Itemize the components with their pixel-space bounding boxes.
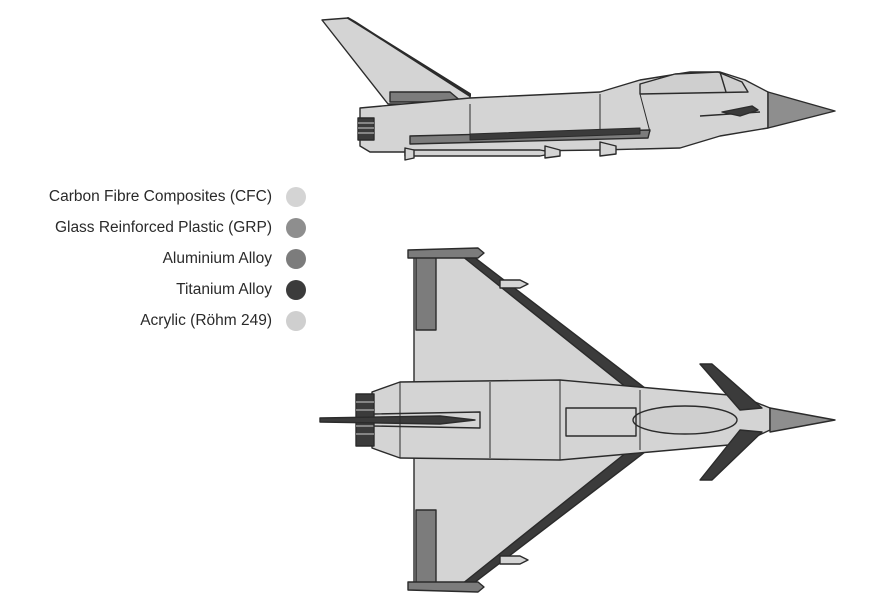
top-canopy xyxy=(632,405,738,435)
legend-swatch-titanium xyxy=(286,280,306,300)
legend-item-aluminium: Aluminium Alloy xyxy=(163,246,320,272)
legend-label: Titanium Alloy xyxy=(176,281,272,298)
side-missile-fins xyxy=(404,141,617,161)
side-nozzle-stripes xyxy=(358,122,374,134)
top-canard-upper xyxy=(699,363,763,411)
top-cockpit-bay xyxy=(565,407,637,437)
top-panel-lines xyxy=(399,380,641,460)
side-missile xyxy=(404,149,556,157)
legend-swatch-aluminium xyxy=(286,249,306,269)
legend-swatch-grp xyxy=(286,218,306,238)
top-aileron-upper xyxy=(415,255,437,331)
side-nose-radome xyxy=(767,91,836,129)
legend-label: Carbon Fibre Composites (CFC) xyxy=(48,188,272,205)
top-spine-intake xyxy=(319,415,476,425)
legend-label: Acrylic (Röhm 249) xyxy=(140,312,272,329)
top-missile-upper xyxy=(499,279,529,289)
top-wingtip-pod-upper xyxy=(407,247,485,259)
legend-item-titanium: Titanium Alloy xyxy=(176,277,320,303)
side-canard xyxy=(721,105,759,117)
legend-label: Aluminium Alloy xyxy=(162,250,272,267)
top-nose-radome xyxy=(769,407,836,433)
side-canopy-frame xyxy=(719,71,727,93)
top-missile-lower xyxy=(499,555,529,565)
legend-item-acrylic: Acrylic (Röhm 249) xyxy=(140,308,320,334)
side-panel-lines xyxy=(469,93,651,136)
top-view-aircraft xyxy=(319,247,836,593)
side-tail-fin xyxy=(321,17,471,105)
side-engine-nozzle xyxy=(357,117,375,141)
top-aileron-lower xyxy=(415,509,437,585)
side-pod-stripe xyxy=(469,127,641,141)
top-canard-lower xyxy=(699,429,763,481)
legend-swatch-acrylic xyxy=(286,311,306,331)
side-view-aircraft xyxy=(321,17,836,161)
top-wingtip-pod-lower xyxy=(407,581,485,593)
legend-item-grp: Glass Reinforced Plastic (GRP) xyxy=(55,215,320,241)
legend-item-cfc: Carbon Fibre Composites (CFC) xyxy=(49,184,320,210)
legend-swatch-cfc xyxy=(286,187,306,207)
legend-label: Glass Reinforced Plastic (GRP) xyxy=(54,219,272,236)
side-fin-leading-edge xyxy=(347,17,471,97)
